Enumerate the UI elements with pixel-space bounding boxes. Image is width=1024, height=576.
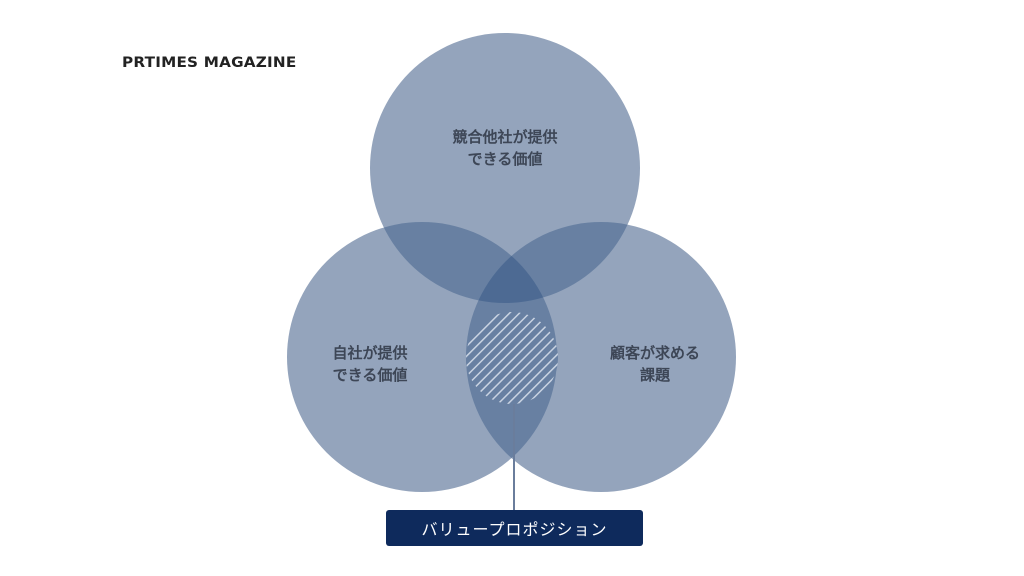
- label-customer-line1: 顧客が求める: [609, 344, 700, 362]
- label-own-company: 自社が提供 できる価値: [295, 342, 445, 386]
- value-proposition-text: バリュープロポジション: [421, 520, 608, 539]
- label-customer: 顧客が求める 課題: [580, 342, 730, 386]
- value-proposition-label: バリュープロポジション: [386, 510, 643, 546]
- label-own-company-line1: 自社が提供: [332, 344, 408, 362]
- label-own-company-line2: できる価値: [332, 366, 408, 384]
- value-proposition-hatch: [466, 312, 558, 404]
- prtimes-magazine-logo: PRTIMES MAGAZINE: [122, 55, 297, 71]
- label-competitors: 競合他社が提供 できる価値: [405, 126, 605, 170]
- label-customer-line2: 課題: [639, 366, 670, 384]
- overlap-triple: [466, 222, 557, 303]
- label-competitors-line2: できる価値: [467, 150, 543, 168]
- label-competitors-line1: 競合他社が提供: [452, 128, 558, 146]
